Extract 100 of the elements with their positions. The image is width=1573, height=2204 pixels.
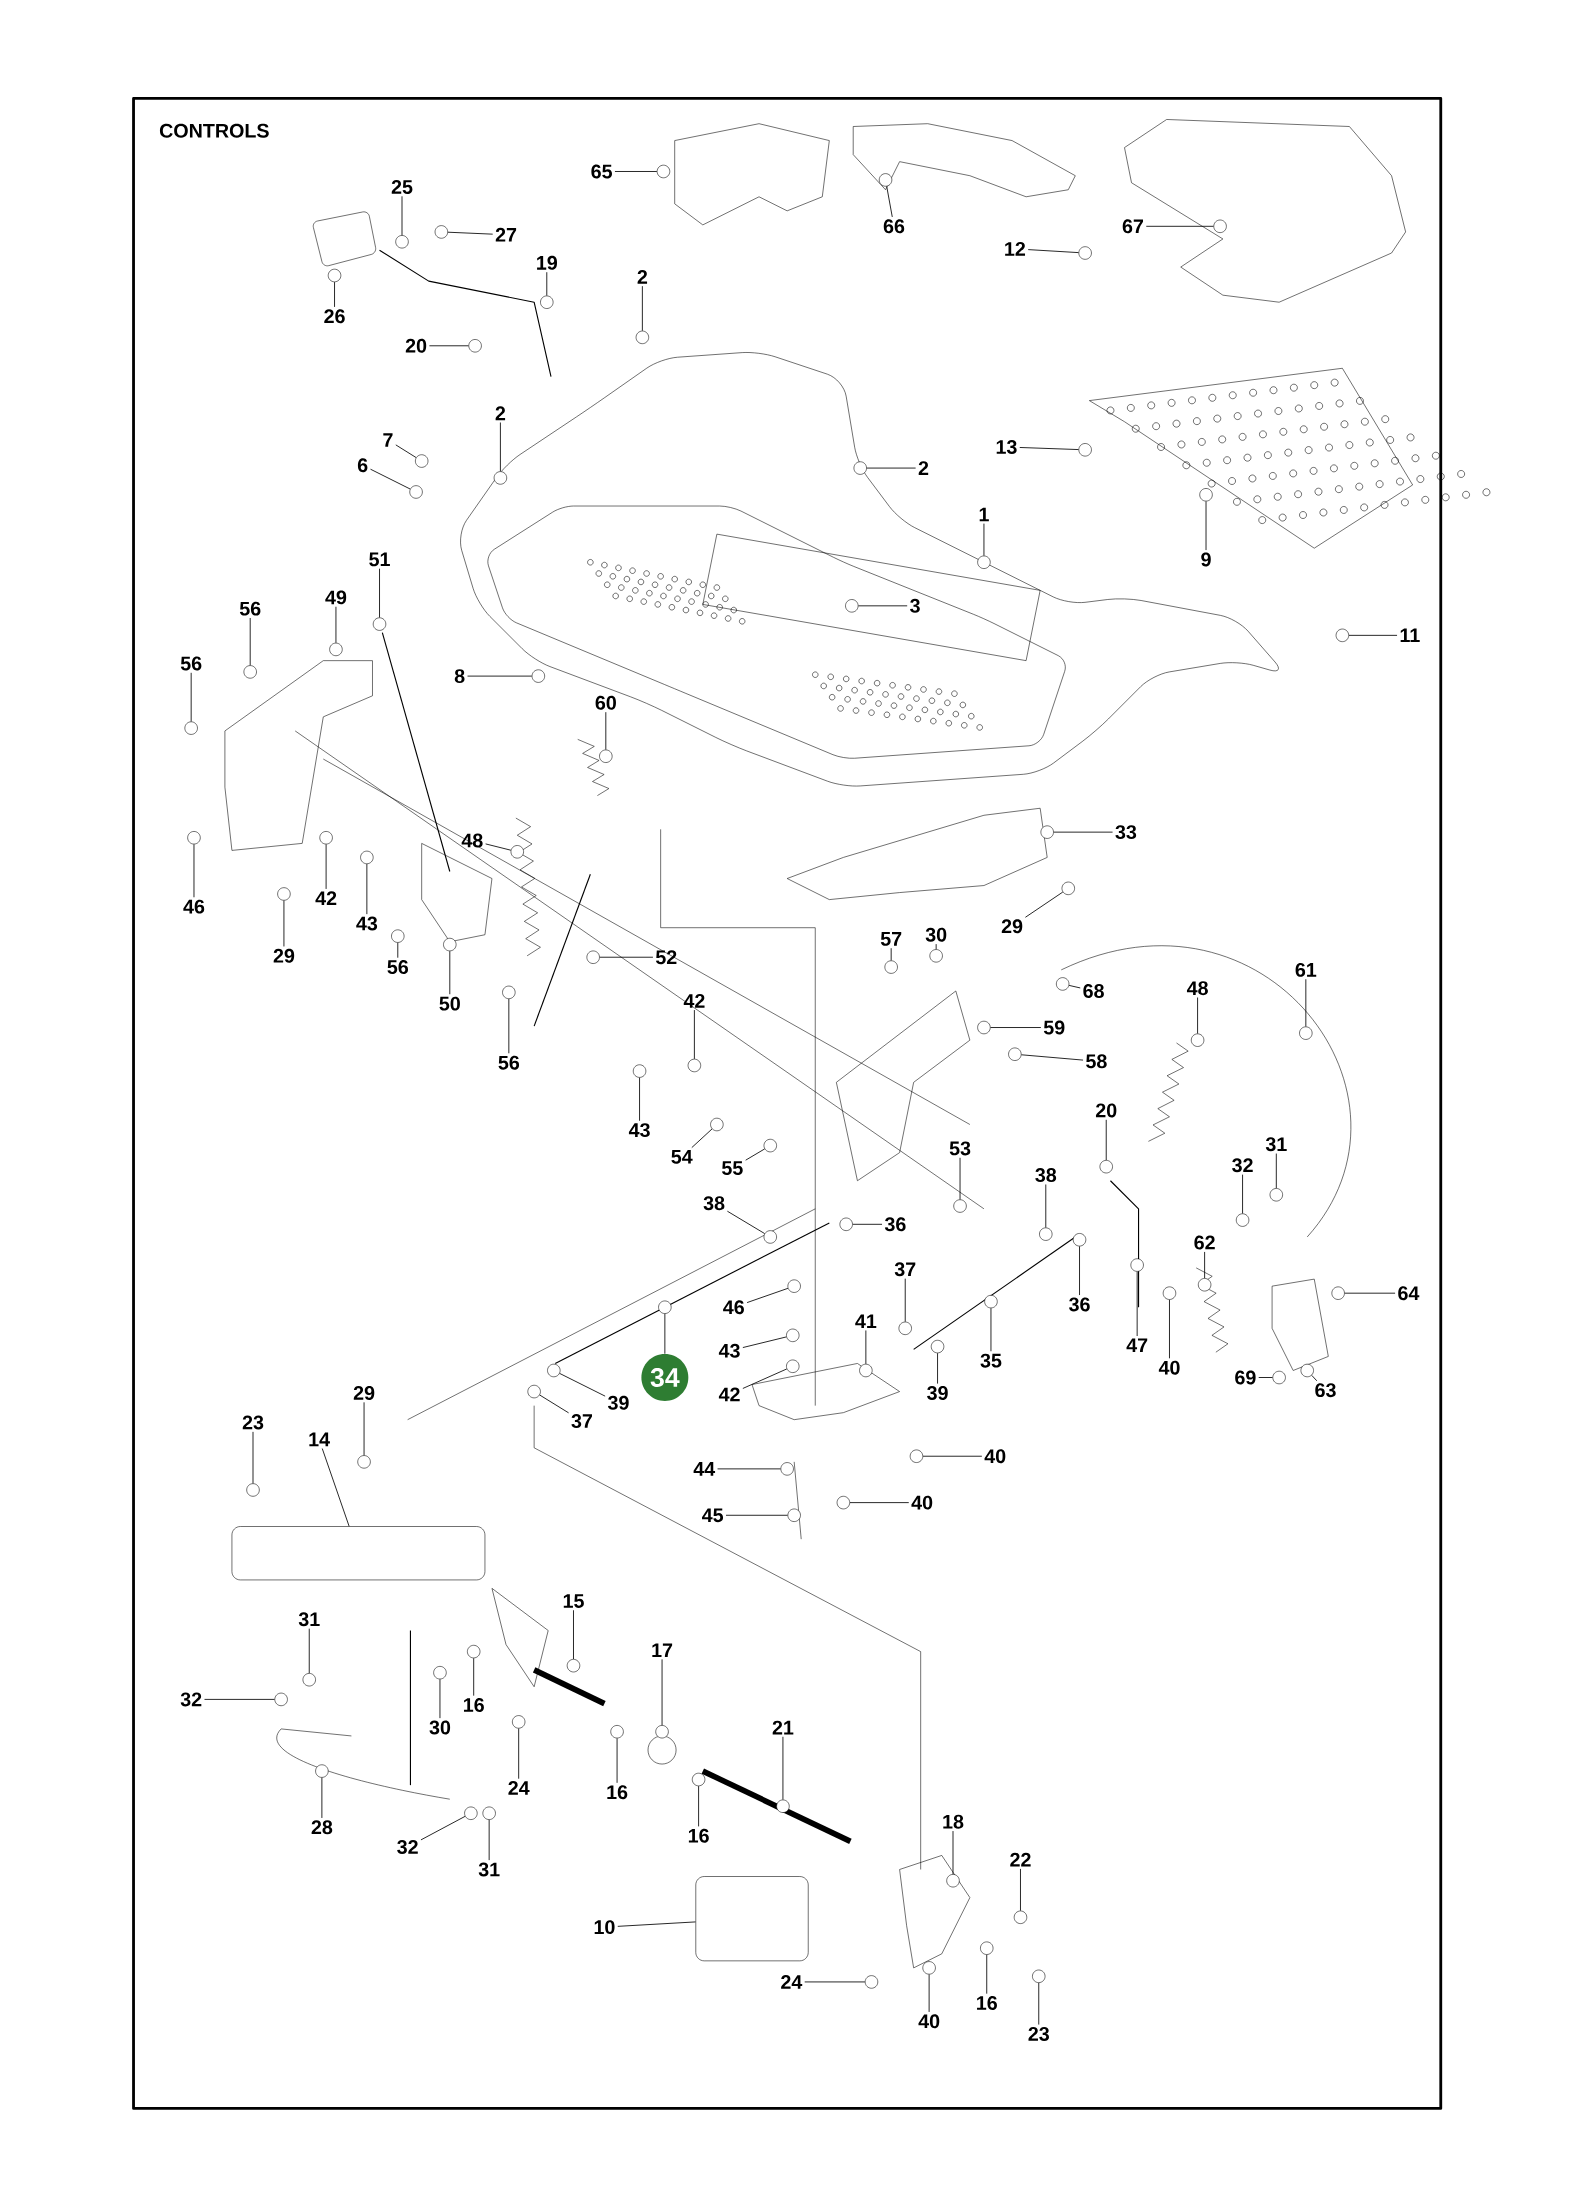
leader-line (190, 672, 192, 722)
part-symbol (787, 1279, 801, 1293)
callout-number: 10 (594, 1920, 615, 1935)
callout-number: 37 (571, 1414, 593, 1429)
callout-number: 46 (723, 1300, 744, 1315)
part-symbol (931, 1340, 945, 1354)
leader-line (1197, 997, 1199, 1034)
part-symbol (464, 1806, 478, 1820)
callout-number: 64 (1398, 1286, 1420, 1301)
callout-number: 15 (563, 1594, 584, 1608)
part-symbol (763, 1230, 777, 1244)
part-symbol (1191, 1033, 1205, 1047)
leader-line (366, 863, 368, 915)
callout-number: 23 (242, 1415, 264, 1430)
leader-line (937, 1352, 939, 1385)
part-symbol (409, 485, 423, 499)
callout-number: 13 (996, 440, 1017, 454)
leader-line (546, 271, 548, 297)
leader-line (605, 711, 607, 751)
leader-line (1019, 447, 1079, 450)
callout-number: 19 (537, 255, 558, 270)
callout-number: 20 (1096, 1103, 1117, 1118)
callout-number: 40 (984, 1449, 1006, 1464)
leader-line (1136, 1271, 1138, 1337)
leader-line (439, 1678, 441, 1719)
part-symbol (1061, 881, 1075, 895)
leader-line (1027, 249, 1080, 254)
callout-number: 17 (652, 1643, 673, 1657)
callout-number: 46 (183, 899, 205, 914)
leader-line (717, 1468, 782, 1470)
callout-number: 40 (911, 1495, 933, 1510)
leader-line (1025, 891, 1064, 918)
part-symbol (502, 985, 516, 999)
leader-line (746, 1287, 789, 1303)
leader-line (1311, 1374, 1318, 1382)
leader-line (395, 444, 417, 458)
leader-line (401, 195, 403, 236)
leader-line (642, 285, 643, 332)
part-symbol (274, 1692, 288, 1706)
leader-line (429, 345, 469, 347)
part-symbol (482, 1806, 496, 1820)
callout-number: 56 (498, 1055, 520, 1070)
callout-number: 56 (239, 601, 261, 616)
leader-line (922, 1455, 983, 1457)
leader-line (661, 1658, 663, 1726)
leader-line (363, 1401, 365, 1456)
leader-line (1205, 500, 1207, 551)
leader-line (379, 568, 380, 618)
callout-number: 29 (353, 1386, 375, 1400)
leader-line (858, 605, 908, 607)
part-symbol (512, 1715, 526, 1729)
leader-line (616, 1737, 618, 1784)
leader-line (420, 1815, 466, 1841)
leader-line (952, 1830, 954, 1875)
callout-number: 34 (641, 1354, 689, 1401)
leader-line (334, 281, 336, 308)
callout-number: 30 (925, 927, 947, 942)
leader-line (639, 1077, 641, 1122)
part-symbol (360, 850, 374, 865)
part-symbol (1236, 1213, 1250, 1227)
part-symbol (1198, 1278, 1212, 1292)
part-symbol (547, 1363, 561, 1378)
leader-line (1079, 1245, 1080, 1296)
leader-line (335, 606, 337, 644)
leader-line (1169, 1299, 1170, 1359)
part-symbol (635, 330, 650, 344)
part-symbol (599, 749, 613, 763)
part-symbol (1213, 219, 1227, 233)
part-symbol (302, 1673, 316, 1687)
part-symbol (467, 1645, 481, 1659)
part-symbol (1032, 1969, 1046, 1983)
callout-number: 18 (943, 1814, 964, 1829)
callout-number: 56 (387, 960, 409, 975)
callout-number: 39 (927, 1386, 948, 1400)
callout-number: 42 (683, 993, 705, 1008)
part-symbol (864, 1975, 879, 1989)
leader-line (849, 1502, 910, 1504)
leader-line (193, 843, 195, 898)
part-symbol (493, 471, 508, 485)
leader-line (1045, 1184, 1047, 1228)
leader-line (500, 422, 501, 472)
leader-line (725, 1514, 789, 1516)
callout-number: 16 (464, 1698, 484, 1712)
leader-line (852, 1223, 883, 1225)
leader-line (325, 843, 327, 890)
part-symbol (786, 1328, 800, 1342)
leader-line (485, 843, 512, 851)
part-symbol (1078, 443, 1092, 457)
leader-line (559, 1373, 606, 1397)
part-symbol (898, 1321, 912, 1335)
callout-number: 21 (772, 1720, 794, 1735)
part-symbol (319, 831, 333, 845)
leader-line (1053, 831, 1114, 833)
leader-line (473, 1657, 475, 1697)
part-symbol (187, 831, 201, 845)
part-symbol (953, 1199, 967, 1213)
part-symbol (879, 173, 893, 187)
callout-number: 27 (495, 227, 517, 242)
part-symbol (468, 339, 482, 353)
leader-line (745, 1148, 766, 1161)
